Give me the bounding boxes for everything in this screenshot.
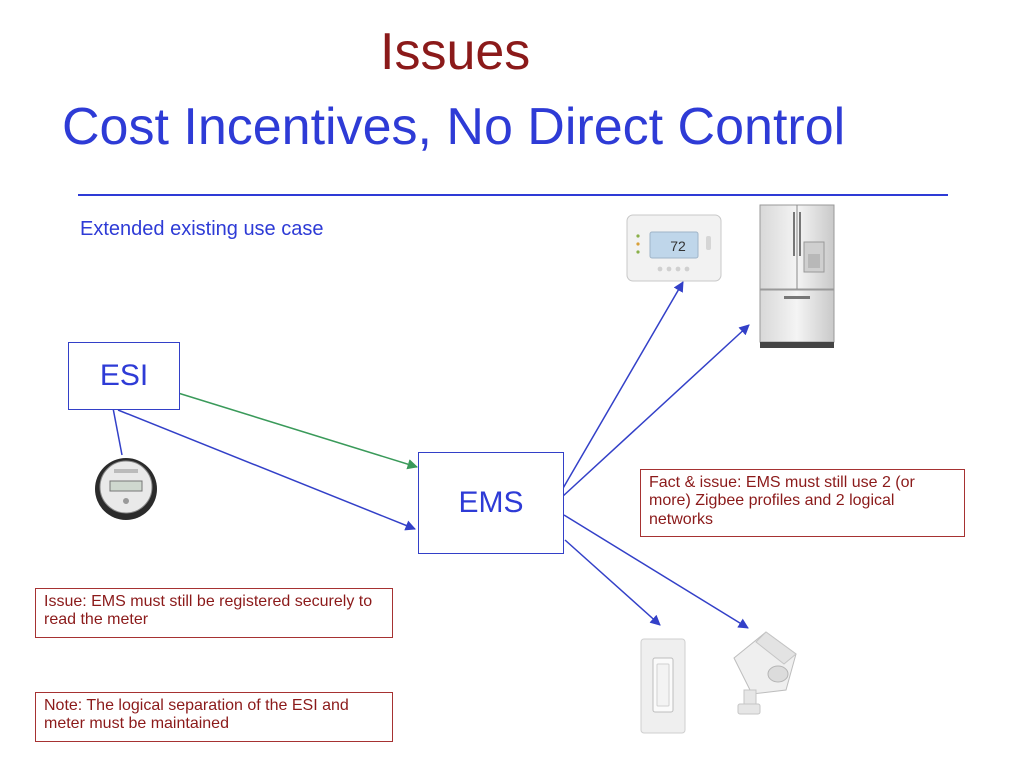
use-case-label: Extended existing use case — [80, 218, 324, 240]
fact-issue-note: Fact & issue: EMS must still use 2 (or m… — [640, 469, 965, 537]
ems-label: EMS — [458, 486, 524, 519]
esi-to-ems-blue-arrow — [117, 409, 416, 531]
ems-to-sensor-arrow — [563, 514, 749, 629]
ems-to-switch-arrow — [564, 539, 661, 626]
slide-subtitle: Cost Incentives, No Direct Control — [62, 98, 846, 156]
title-divider — [78, 194, 948, 196]
ems-to-thermostat-arrow — [561, 281, 684, 491]
slide-title: Issues — [380, 23, 531, 81]
registration-issue-note: Issue: EMS must still be registered secu… — [35, 588, 393, 638]
thermostat-icon: 72 — [626, 214, 722, 282]
meter-icon — [95, 458, 157, 520]
esi-to-ems-green-arrow — [177, 392, 419, 470]
motion-sensor-icon — [733, 631, 797, 715]
esi-box: ESI — [68, 342, 180, 410]
ems-to-fridge-arrow — [561, 324, 750, 498]
separation-note: Note: The logical separation of the ESI … — [35, 692, 393, 742]
ems-box: EMS — [418, 452, 564, 554]
esi-meter-link — [112, 407, 123, 456]
refrigerator-icon — [759, 204, 835, 348]
thermostat-reading: 72 — [670, 238, 686, 254]
esi-label: ESI — [99, 359, 149, 392]
light-switch-icon — [640, 638, 686, 734]
